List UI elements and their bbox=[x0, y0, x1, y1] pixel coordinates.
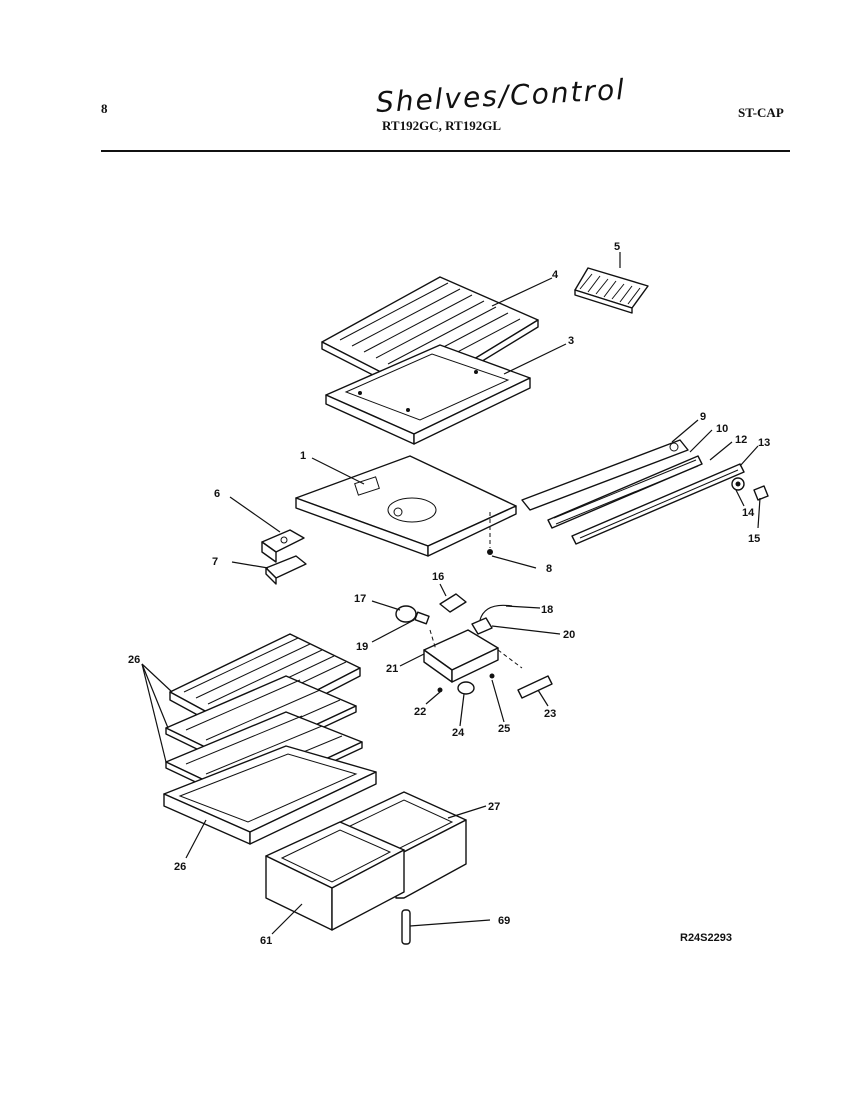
part-10-grille bbox=[574, 267, 649, 314]
callout-20: 23 bbox=[544, 708, 556, 720]
callout-26-bottom: 61 bbox=[260, 935, 272, 947]
callout-16: 19 bbox=[356, 641, 368, 653]
callout-8: 3 bbox=[568, 335, 574, 347]
callout-22: 18 bbox=[541, 604, 553, 616]
parts-control-assembly bbox=[395, 593, 553, 699]
part-27-drain-tube bbox=[401, 909, 411, 945]
callout-6: 9 bbox=[700, 411, 706, 423]
callout-17: 21 bbox=[386, 663, 398, 675]
callout-21: 20 bbox=[563, 629, 575, 641]
callout-18: 24 bbox=[452, 727, 465, 739]
callout-1: 13 bbox=[758, 437, 770, 449]
part-25-shelf-frame bbox=[163, 745, 377, 845]
callout-24: 26 bbox=[128, 654, 140, 666]
callout-13: 7 bbox=[212, 556, 218, 568]
callout-7: 1 bbox=[300, 450, 306, 462]
model-numbers: RT192GC, RT192GL bbox=[382, 118, 501, 133]
leader-lines bbox=[141, 252, 761, 935]
callout-10: 5 bbox=[614, 241, 620, 253]
callout-23: 16 bbox=[432, 571, 444, 583]
callout-12: 6 bbox=[214, 488, 220, 500]
header-rule bbox=[101, 150, 790, 152]
callout-5: 10 bbox=[716, 423, 728, 435]
callout-labels: 5 4 3 1 6 7 8 9 10 12 13 14 15 16 17 18 … bbox=[128, 241, 770, 947]
callout-9: 4 bbox=[552, 269, 559, 281]
callout-15: 17 bbox=[354, 593, 366, 605]
parts-12-13-clips bbox=[261, 529, 307, 585]
callout-14: 8 bbox=[546, 563, 552, 575]
callout-19: 25 bbox=[498, 723, 510, 735]
callout-3: 14 bbox=[742, 507, 755, 519]
callout-27: 69 bbox=[498, 915, 510, 927]
part-7-control-shelf bbox=[295, 455, 517, 557]
page-number: 8 bbox=[101, 101, 108, 116]
callout-4: 12 bbox=[735, 434, 747, 446]
parts-3-69-fasteners bbox=[731, 477, 769, 501]
callout-69: 15 bbox=[748, 533, 760, 545]
callout-61: 22 bbox=[414, 706, 426, 718]
parts-rails bbox=[521, 439, 745, 545]
callout-26-top: 27 bbox=[488, 801, 500, 813]
callout-25: 26 bbox=[174, 861, 186, 873]
parts-26-crisper-drawers bbox=[265, 791, 467, 931]
part-8-cover-frame bbox=[325, 344, 531, 445]
diagram-part-number: R24S2293 bbox=[680, 932, 732, 944]
part-14-screw bbox=[487, 549, 493, 555]
section-code: ST-CAP bbox=[738, 105, 784, 120]
